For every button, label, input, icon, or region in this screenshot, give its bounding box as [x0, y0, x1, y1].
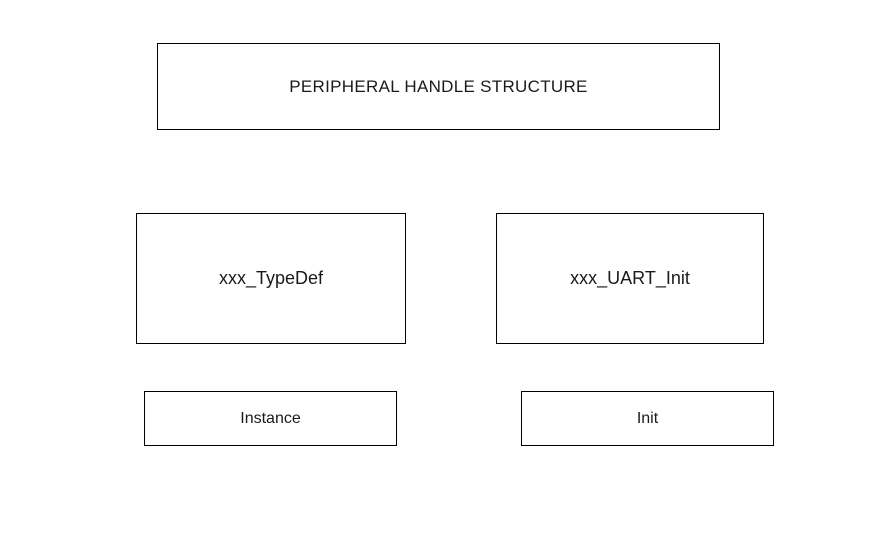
uart-init-box-label: xxx_UART_Init	[570, 268, 690, 288]
typedef-box-label: xxx_TypeDef	[218, 268, 324, 288]
instance-box-label: Instance	[240, 409, 301, 427]
instance-box: Instance	[144, 391, 397, 446]
uart-init-box: xxx_UART_Init	[496, 213, 764, 344]
title-box: PERIPHERAL HANDLE STRUCTURE	[157, 43, 720, 130]
typedef-box: xxx_TypeDef	[136, 213, 406, 344]
init-box-label: Init	[636, 409, 659, 427]
title-box-label: PERIPHERAL HANDLE STRUCTURE	[289, 76, 588, 96]
init-box: Init	[521, 391, 774, 446]
